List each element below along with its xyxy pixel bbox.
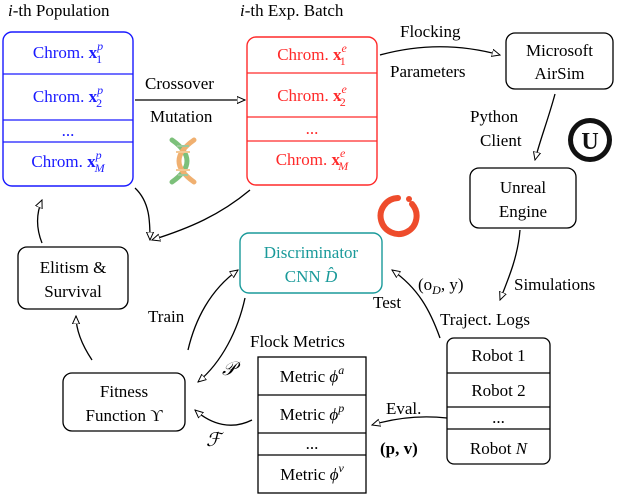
elitism-line2: Survival [44,282,102,301]
test-label: Test [373,293,401,312]
traject-logs-label: Traject. Logs [440,310,530,329]
pv-label: (p, v) [380,439,418,458]
robot-row: Robot 2 [471,381,525,400]
eval-arrow [372,416,448,425]
fitness-box [62,372,186,432]
population-to-elitism-arrow [134,187,150,240]
flocking-label: Flocking [400,22,461,41]
pytorch-icon [377,195,420,237]
robot-row: Robot N [470,439,529,458]
metric-row: Metric ϕv [280,461,344,484]
simulations-label: Simulations [514,275,595,294]
batch-row: ... [306,119,319,138]
airsim-line1: Microsoft [526,41,593,60]
p-arrow [198,297,246,382]
eval-label: Eval. [386,399,421,418]
metrics-box [257,356,367,494]
train-label: Train [148,307,185,326]
metric-row: Metric ϕp [280,401,344,424]
discriminator-line2: CNN D̂ [285,267,338,286]
population-row: ... [62,121,75,140]
test-arrow [392,270,441,339]
od-y-label: (oD, y) [418,275,464,297]
python-client-arrow [535,93,556,160]
airsim-line2: AirSim [534,64,584,83]
robots-box [446,337,551,465]
unreal-line1: Unreal [500,178,547,197]
batch-to-elitism-arrow [152,189,251,240]
robot-row: ... [492,408,505,427]
batch-box [246,36,378,186]
discriminator-line1: Discriminator [264,243,359,262]
simulations-arrow [500,229,521,300]
crossover-label: Crossover [145,74,214,93]
parameters-label: Parameters [390,62,466,81]
robots-rows: Robot 1 Robot 2... Robot N [470,346,529,458]
unreal-logo-icon: U [568,118,612,162]
airsim-box [505,32,614,90]
elitism-box [17,246,129,310]
population-box [2,31,134,187]
batch-title: i-th Exp. Batch [240,1,344,20]
fitness-line1: Fitness [100,382,148,401]
python-label: Python [470,107,519,126]
discriminator-box [239,232,383,294]
train-arrow [187,270,238,351]
robot-row: Robot 1 [471,346,525,365]
p-cal-label: 𝒫 [222,359,241,380]
f-cal-label: ℱ [206,430,224,451]
flocking-arrow [379,46,500,55]
client-label: Client [480,131,522,150]
dna-icon [169,137,197,185]
unreal-engine-box [469,167,577,229]
fitness-line2: Function ϒ [86,406,164,425]
population-title: i-th Population [8,1,110,20]
metrics-rows: Metric ϕa Metric ϕp... Metric ϕv [280,363,345,484]
svg-text:U: U [581,129,598,155]
f-arrow [195,410,253,426]
elitism-to-population-arrow [38,200,43,244]
fitness-to-elitism-arrow [76,316,93,361]
mutation-label: Mutation [150,107,213,126]
flock-metrics-title: Flock Metrics [250,332,345,351]
unreal-line2: Engine [499,202,547,221]
elitism-line1: Elitism & [40,258,107,277]
metric-row: Metric ϕa [280,363,344,386]
metric-row: ... [306,434,319,453]
